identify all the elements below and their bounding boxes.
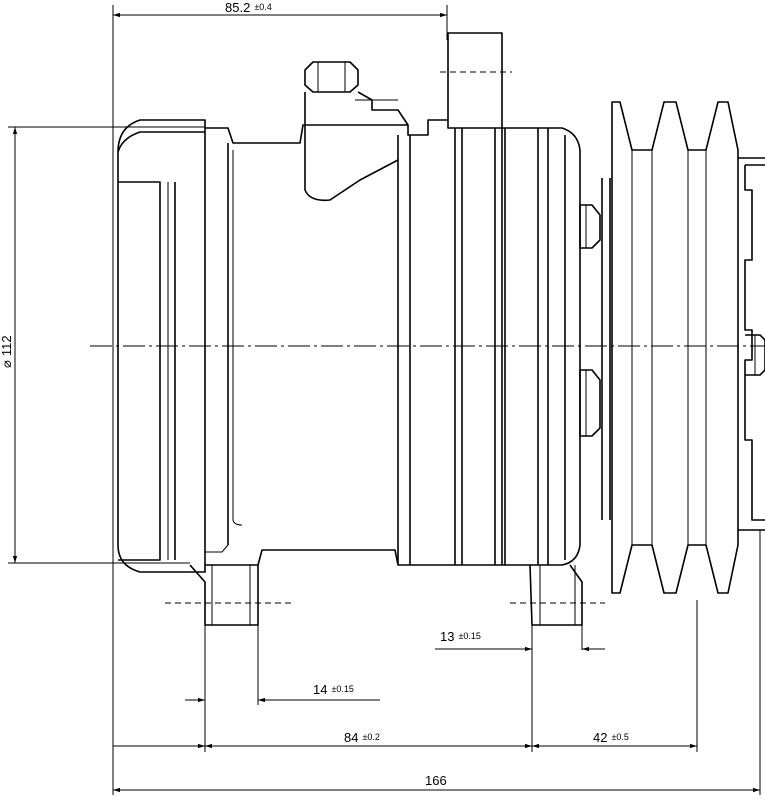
dimension-top-width: 85.2 ±0.4	[113, 0, 447, 18]
svg-text:14±0.15: 14 ±0.15	[313, 682, 354, 697]
dimension-pulley-length-tolerance: ±0.5	[611, 732, 628, 742]
dimension-clutch-offset: 13 ±0.15	[435, 629, 605, 652]
dimension-mount-spacing-value: 84	[344, 730, 358, 745]
dimension-clutch-offset-value: 13	[440, 629, 454, 644]
clutch-hub	[579, 178, 611, 520]
svg-text:84±0.2: 84 ±0.2	[344, 730, 380, 745]
svg-text:85.2±0.4: 85.2 ±0.4	[225, 0, 272, 15]
dimension-top-width-tolerance: ±0.4	[254, 2, 271, 12]
dimension-diameter-value: 112	[0, 335, 14, 356]
dimension-mount-spacing-tolerance: ±0.2	[362, 732, 379, 742]
mounting-feet	[189, 564, 583, 626]
dimension-mount-offset-value: 14	[313, 682, 327, 697]
svg-text:42±0.5: 42 ±0.5	[593, 730, 629, 745]
service-valve	[304, 32, 503, 202]
dimension-diameter: ⌀ 112	[0, 127, 18, 563]
extension-lines	[8, 5, 761, 795]
svg-text:⌀112: ⌀ 112	[0, 335, 14, 368]
svg-text:13±0.15: 13 ±0.15	[440, 629, 481, 644]
dimension-top-width-value: 85.2	[225, 0, 250, 15]
dimension-mount-offset-tolerance: ±0.15	[331, 684, 353, 694]
dimension-mount-spacing: 84 ±0.2	[113, 730, 532, 749]
dimension-overall-length-value: 166	[425, 773, 447, 788]
dimension-pulley-length: 42 ±0.5	[532, 730, 697, 749]
pulley	[611, 101, 765, 594]
dimension-mount-offset: 14 ±0.15	[185, 682, 380, 703]
diameter-symbol: ⌀	[0, 360, 14, 368]
dimension-overall-length: 166	[113, 773, 760, 793]
dimension-pulley-length-value: 42	[593, 730, 607, 745]
dimension-clutch-offset-tolerance: ±0.15	[458, 631, 480, 641]
